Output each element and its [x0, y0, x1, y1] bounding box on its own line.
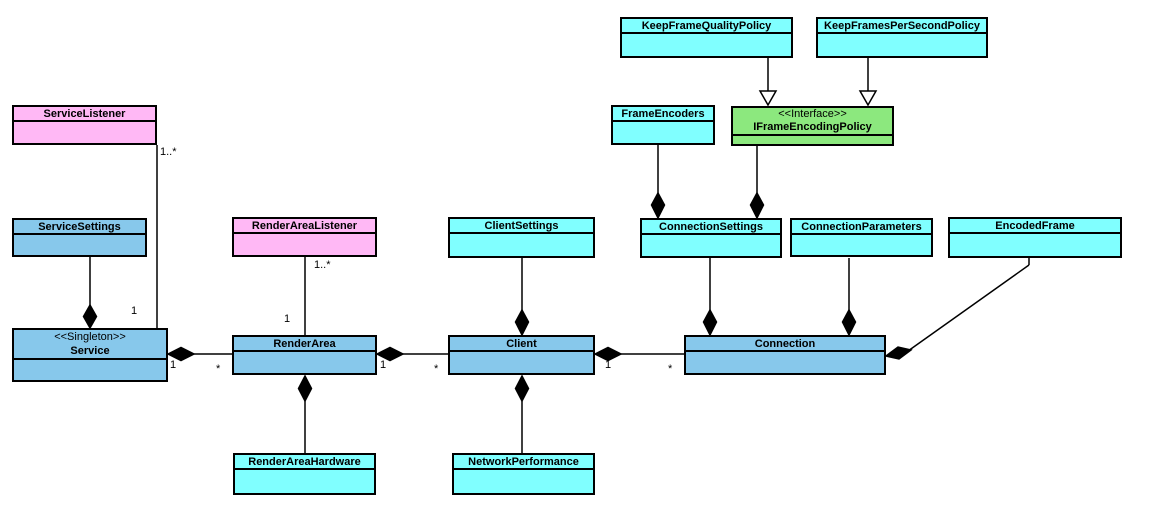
multiplicity-label: *	[216, 363, 221, 375]
edge-composition-client-networkperformance	[514, 374, 530, 453]
class-box-connectionparameters[interactable]: ConnectionParameters	[790, 218, 933, 257]
class-name: KeepFramesPerSecondPolicy	[824, 19, 980, 32]
class-box-renderareahardware[interactable]: RenderAreaHardware	[233, 453, 376, 495]
class-name: ClientSettings	[484, 219, 559, 232]
class-name: ServiceSettings	[38, 220, 121, 233]
class-title: RenderAreaListener	[234, 219, 375, 234]
class-name: Client	[506, 337, 537, 350]
edge-composition-client-clientsettings	[514, 258, 530, 337]
class-box-renderarea[interactable]: RenderArea	[232, 335, 377, 375]
multiplicity-label: 1..*	[314, 259, 331, 271]
class-name: IFrameEncodingPolicy	[753, 121, 872, 133]
multiplicity-label: *	[434, 363, 439, 375]
edge-composition-renderarea-renderareahardware	[297, 374, 313, 453]
class-title: <<Singleton>> Service	[14, 330, 166, 360]
class-box-servicesettings[interactable]: ServiceSettings	[12, 218, 147, 257]
class-title: ServiceSettings	[14, 220, 145, 235]
class-stereotype: <<Interface>>	[778, 108, 847, 120]
edge-composition-connection-encodedframe	[884, 257, 1030, 360]
class-title: ServiceListener	[14, 107, 155, 122]
class-title: ConnectionSettings	[642, 220, 780, 235]
class-box-clientsettings[interactable]: ClientSettings	[448, 217, 595, 258]
class-box-keepframequalitypolicy[interactable]: KeepFrameQualityPolicy	[620, 17, 793, 58]
class-box-service[interactable]: <<Singleton>> Service	[12, 328, 168, 382]
class-title: Client	[450, 337, 593, 352]
edge-composition-connectionsettings-iframeencodingpolicy	[749, 146, 765, 220]
edge-composition-client-connection	[593, 346, 684, 362]
edge-composition-connection-connectionsettings	[702, 258, 718, 337]
class-title: ClientSettings	[450, 219, 593, 234]
class-box-encodedframe[interactable]: EncodedFrame	[948, 217, 1122, 258]
class-name: RenderAreaHardware	[248, 455, 361, 468]
class-box-networkperformance[interactable]: NetworkPerformance	[452, 453, 595, 495]
class-box-connectionsettings[interactable]: ConnectionSettings	[640, 218, 782, 258]
edge-generalization-keepframespersecondpolicy-iframeencodingpolicy	[858, 58, 878, 107]
edge-composition-connection-connectionparameters	[841, 258, 857, 337]
multiplicity-label: 1	[605, 359, 612, 371]
class-box-connection[interactable]: Connection	[684, 335, 886, 375]
class-title: RenderArea	[234, 337, 375, 352]
class-title: FrameEncoders	[613, 107, 713, 122]
class-name: ServiceListener	[43, 107, 126, 120]
class-box-frameencoders[interactable]: FrameEncoders	[611, 105, 715, 145]
class-box-keepframespersecondpolicy[interactable]: KeepFramesPerSecondPolicy	[816, 17, 988, 58]
class-title: NetworkPerformance	[454, 455, 593, 470]
class-title: EncodedFrame	[950, 219, 1120, 234]
class-name: KeepFrameQualityPolicy	[641, 19, 772, 32]
class-name: EncodedFrame	[995, 219, 1075, 232]
multiplicity-label: 1	[380, 359, 387, 371]
class-name: Service	[70, 345, 110, 357]
class-name: RenderAreaListener	[251, 219, 358, 232]
edge-composition-connectionsettings-frameencoders	[650, 145, 666, 220]
class-name: ConnectionSettings	[659, 220, 763, 233]
edge-composition-service-renderarea	[166, 346, 232, 362]
class-name: Connection	[754, 337, 816, 350]
class-name: NetworkPerformance	[468, 455, 579, 468]
multiplicity-label: 1	[131, 305, 138, 317]
edge-composition-renderarea-client	[375, 346, 448, 362]
edge-composition-service-servicesettings	[82, 257, 98, 330]
multiplicity-label: 1	[284, 313, 291, 325]
class-name: FrameEncoders	[621, 107, 705, 120]
class-box-iframeencodingpolicy[interactable]: <<Interface>> IFrameEncodingPolicy	[731, 106, 894, 146]
edge-generalization-keepframequalitypolicy-iframeencodingpolicy	[758, 58, 778, 107]
class-name: RenderArea	[273, 337, 336, 350]
class-title: KeepFramesPerSecondPolicy	[818, 19, 986, 34]
class-title: RenderAreaHardware	[235, 455, 374, 470]
multiplicity-label: *	[668, 363, 673, 375]
class-title: ConnectionParameters	[792, 220, 931, 235]
class-name: ConnectionParameters	[801, 220, 922, 233]
class-box-client[interactable]: Client	[448, 335, 595, 375]
multiplicity-label: 1	[170, 359, 177, 371]
class-box-renderarealistener[interactable]: RenderAreaListener	[232, 217, 377, 257]
class-title: KeepFrameQualityPolicy	[622, 19, 791, 34]
class-title: <<Interface>> IFrameEncodingPolicy	[733, 108, 892, 136]
multiplicity-label: 1..*	[160, 146, 177, 158]
class-stereotype: <<Singleton>>	[54, 331, 126, 343]
class-title: Connection	[686, 337, 884, 352]
class-box-servicelistener[interactable]: ServiceListener	[12, 105, 157, 145]
